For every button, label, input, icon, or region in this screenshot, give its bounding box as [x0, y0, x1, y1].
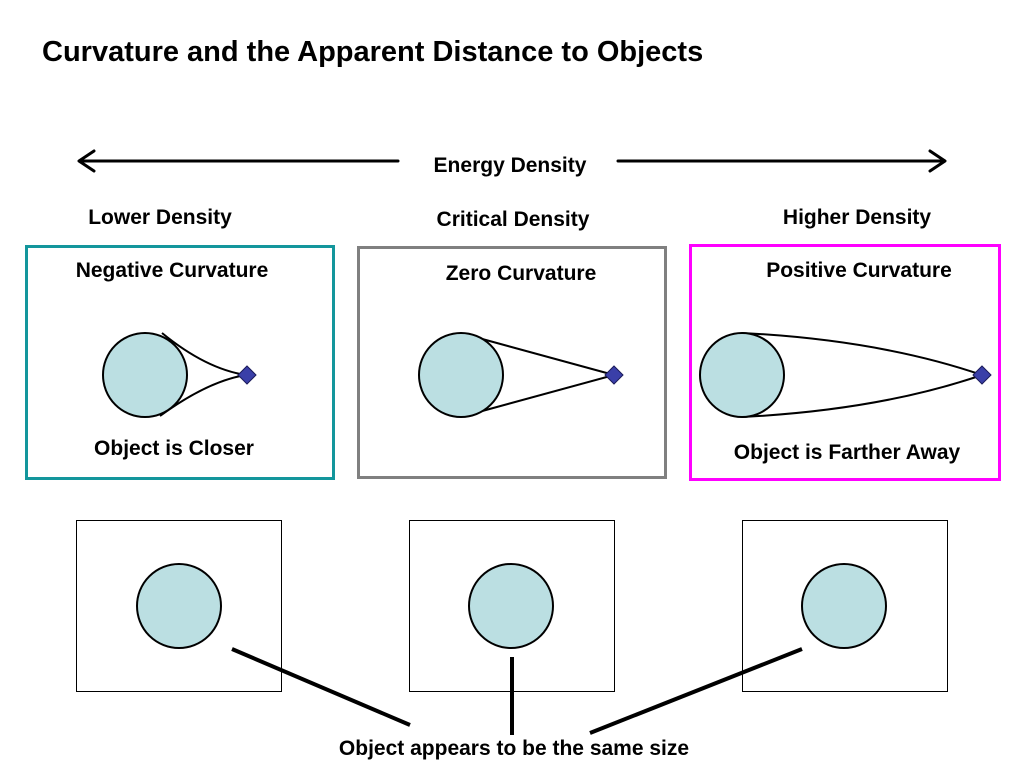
panel-positive-curvature: [689, 244, 1001, 481]
curvature-label-zero: Zero Curvature: [445, 262, 597, 285]
apparent-object-circle-2: [468, 563, 554, 649]
energy-density-arrow: [77, 149, 947, 173]
positive-curvature-light-paths: [741, 332, 983, 418]
density-label-critical: Critical Density: [436, 208, 590, 231]
object-circle-positive: [699, 332, 785, 418]
curvature-label-negative: Negative Curvature: [75, 259, 269, 282]
caption-object-closer: Object is Closer: [94, 437, 254, 460]
axis-label-energy-density: Energy Density: [433, 154, 587, 177]
apparent-object-circle-3: [801, 563, 887, 649]
caption-object-farther: Object is Farther Away: [733, 441, 961, 464]
panel-zero-curvature: [357, 246, 667, 479]
observer-diamond-zero: [604, 365, 624, 385]
apparent-object-circle-1: [136, 563, 222, 649]
object-circle-negative: [102, 332, 188, 418]
footer-same-size-label: Object appears to be the same size: [338, 737, 690, 760]
density-label-higher: Higher Density: [782, 206, 932, 229]
observer-diamond-positive: [972, 365, 992, 385]
zero-curvature-light-paths: [463, 333, 615, 417]
density-label-lower: Lower Density: [88, 206, 232, 229]
object-circle-zero: [418, 332, 504, 418]
panel-negative-curvature: [25, 245, 335, 480]
observer-diamond-negative: [237, 365, 257, 385]
caption-pointer-lines: [231, 647, 803, 735]
curvature-label-positive: Positive Curvature: [766, 259, 952, 282]
page-title: Curvature and the Apparent Distance to O…: [42, 36, 704, 68]
